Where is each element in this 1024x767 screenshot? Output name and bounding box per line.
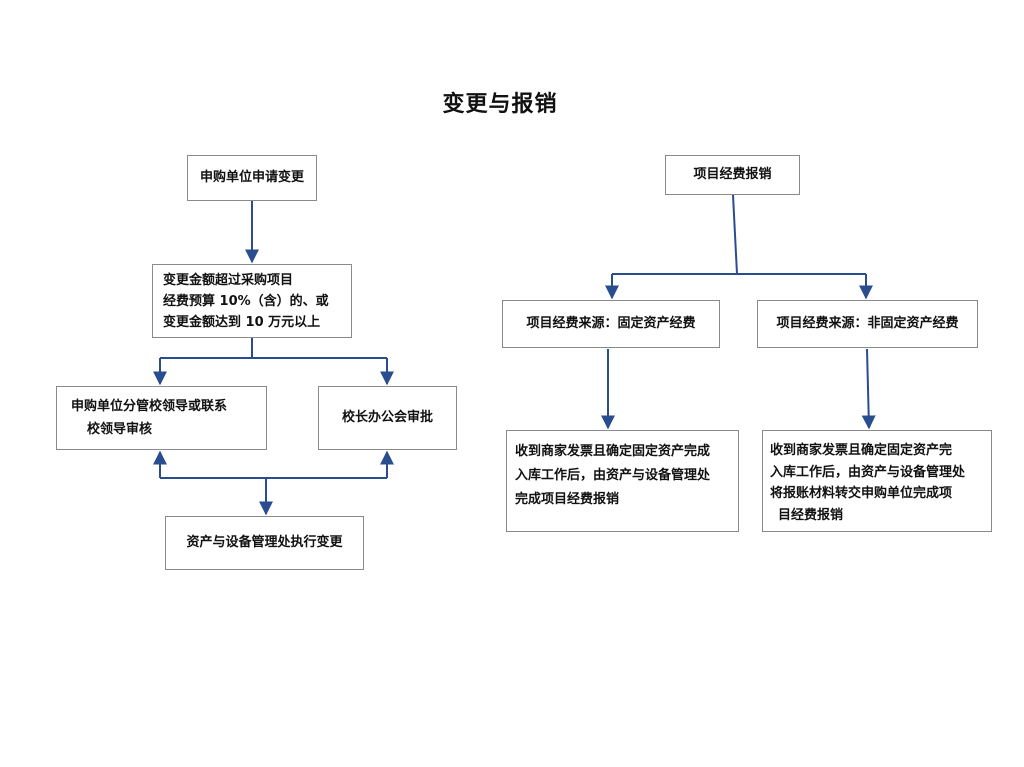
nonfixed-result-box: 收到商家发票且确定固定资产完 入库工作后，由资产与设备管理处 将报账材料转交申购…: [762, 430, 992, 532]
arrow-nonfixed-to-result: [861, 348, 876, 430]
nonfixed-result-line-3: 将报账材料转交申购单位完成项: [770, 486, 953, 501]
reimburse-label: 项目经费报销: [693, 167, 772, 182]
fixed-result-box: 收到商家发票且确定固定资产完成 入库工作后，由资产与设备管理处 完成项目经费报销: [506, 430, 739, 532]
reimburse-box: 项目经费报销: [665, 155, 800, 195]
nonfixed-source-box: 项目经费来源：非固定资产经费: [757, 300, 978, 348]
fixed-result-line-2: 入库工作后，由资产与设备管理处: [515, 468, 711, 483]
condition-line-1: 变更金额超过采购项目: [163, 273, 294, 288]
fixed-source-box: 项目经费来源：固定资产经费: [502, 300, 720, 348]
leader-review-line-2: 校领导审核: [87, 422, 153, 437]
nonfixed-result-line-1: 收到商家发票且确定固定资产完: [770, 443, 953, 458]
nonfixed-source-label: 项目经费来源：非固定资产经费: [776, 316, 959, 331]
condition-line-3: 变更金额达到 10 万元以上: [163, 315, 321, 330]
leader-review-box: 申购单位分管校领导或联系 校领导审核: [56, 386, 267, 450]
execute-change-label: 资产与设备管理处执行变更: [186, 535, 343, 550]
fixed-result-line-1: 收到商家发票且确定固定资产完成: [515, 444, 711, 459]
condition-box: 变更金额超过采购项目 经费预算 10%（含）的、或 变更金额达到 10 万元以上: [152, 264, 352, 338]
office-meeting-box: 校长办公会审批: [318, 386, 457, 450]
office-meeting-label: 校长办公会审批: [341, 410, 433, 425]
fixed-source-label: 项目经费来源：固定资产经费: [526, 316, 696, 331]
execute-change-box: 资产与设备管理处执行变更: [165, 516, 364, 570]
nonfixed-result-line-2: 入库工作后，由资产与设备管理处: [770, 464, 966, 480]
diagram-title: 变更与报销: [442, 92, 558, 117]
leader-review-line-1: 申购单位分管校领导或联系: [71, 399, 228, 414]
condition-line-2: 经费预算 10%（含）的、或: [163, 294, 329, 309]
apply-change-label: 申购单位申请变更: [199, 170, 304, 185]
fixed-result-line-3: 完成项目经费报销: [515, 492, 620, 507]
apply-change-box: 申购单位申请变更: [187, 155, 317, 201]
nonfixed-result-line-4: 目经费报销: [778, 507, 844, 523]
line-reimburse-down: [732, 194, 738, 275]
